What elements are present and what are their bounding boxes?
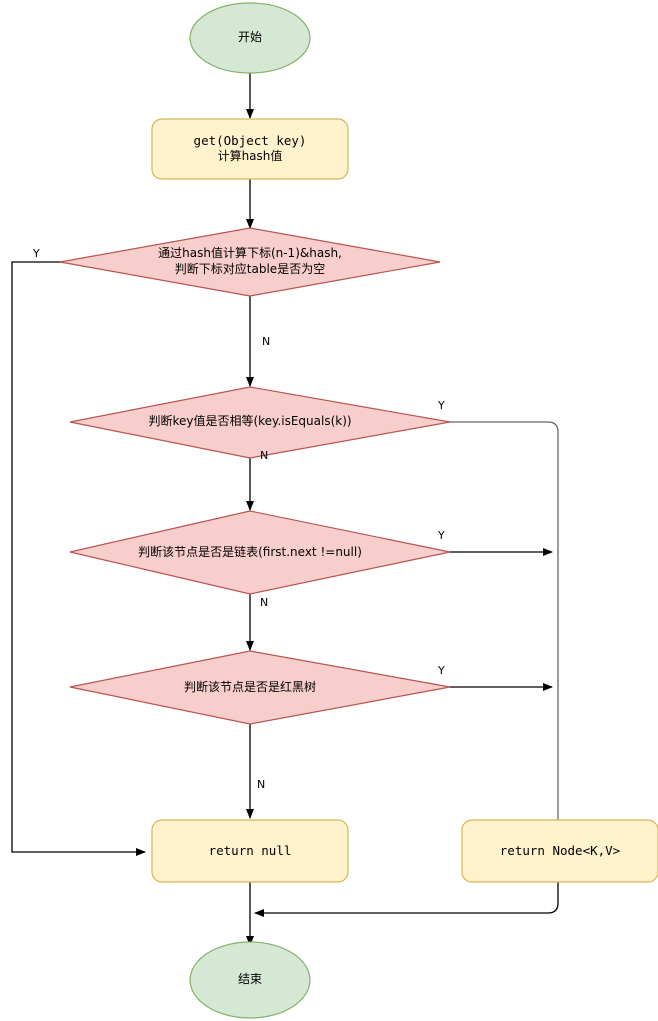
- node-get-hash-shape[interactable]: [151, 118, 349, 180]
- edge-tableempty-yes: [11, 261, 146, 856]
- edge-returnnode-to-end: [254, 882, 559, 917]
- node-return-node-shape[interactable]: [461, 819, 658, 883]
- edge-keyequals-yes: [450, 421, 562, 844]
- node-start-shape[interactable]: [189, 2, 311, 74]
- node-return-null-shape[interactable]: [151, 819, 349, 883]
- node-key-equals-shape[interactable]: [69, 386, 451, 459]
- edge-layer: [11, 73, 562, 946]
- node-is-linked-list-shape[interactable]: [69, 510, 451, 595]
- node-table-empty-shape[interactable]: [59, 227, 441, 297]
- shape-layer: [59, 2, 658, 1019]
- node-end-shape[interactable]: [189, 941, 311, 1019]
- node-is-red-black-tree-shape[interactable]: [69, 650, 451, 725]
